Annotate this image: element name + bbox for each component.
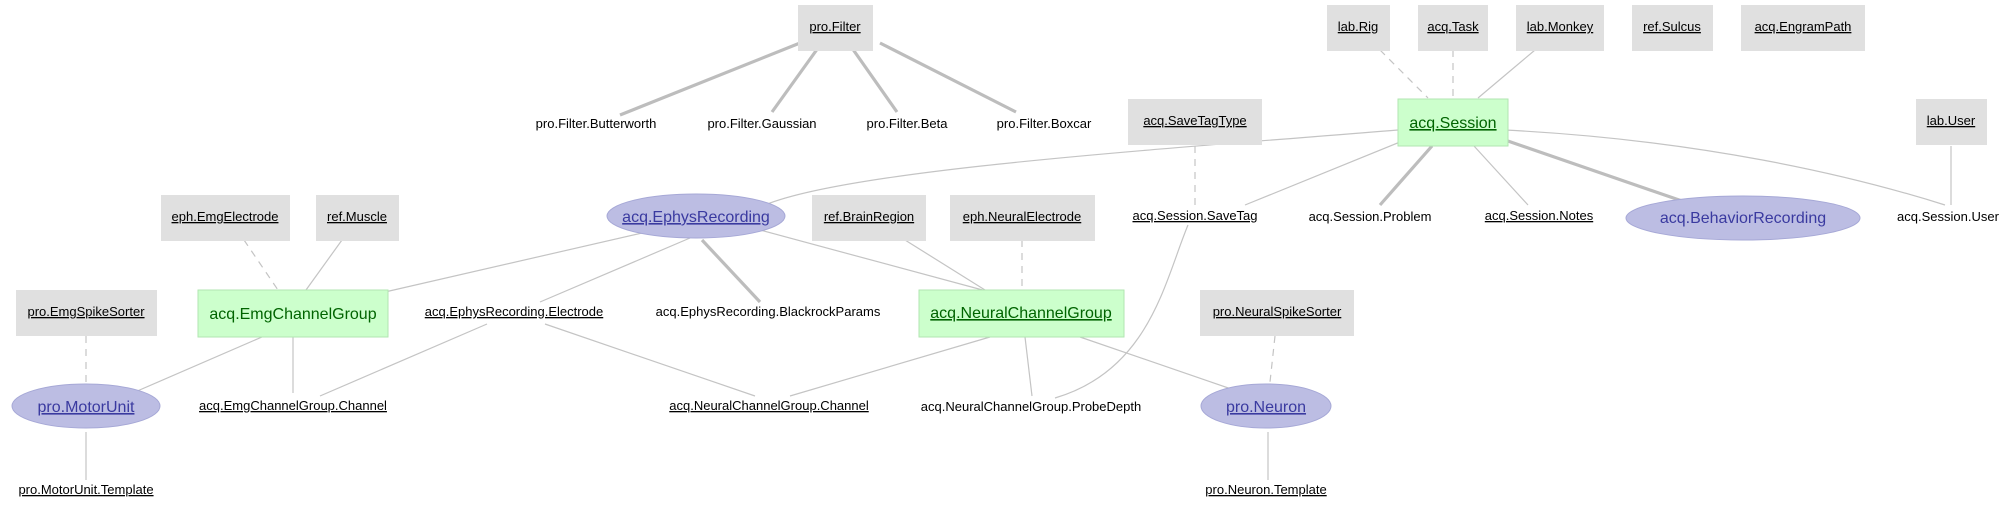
edge-session-behavior (1504, 138, 1686, 204)
edge-monkey-session (1477, 49, 1536, 99)
node-label: pro.NeuralSpikeSorter (1213, 304, 1342, 319)
node-pro-filter-boxcar[interactable]: pro.Filter.Boxcar (997, 116, 1092, 131)
node-label: acq.EmgChannelGroup (209, 306, 376, 323)
node-label: acq.Task (1427, 19, 1479, 34)
node-ref-brainregion[interactable]: ref.BrainRegion (812, 195, 926, 241)
node-ref-sulcus[interactable]: ref.Sulcus (1632, 5, 1713, 51)
node-lab-monkey[interactable]: lab.Monkey (1516, 5, 1604, 51)
node-label: acq.SaveTagType (1143, 113, 1246, 128)
node-acq-neuralchannelgroup-channel[interactable]: acq.NeuralChannelGroup.Channel (669, 398, 869, 413)
node-acq-ephysrecording-blackrockparams[interactable]: acq.EphysRecording.BlackrockParams (656, 304, 881, 319)
node-label: lab.User (1927, 113, 1976, 128)
node-eph-neuralelectrode[interactable]: eph.NeuralElectrode (950, 195, 1095, 241)
node-eph-emgelectrode[interactable]: eph.EmgElectrode (161, 195, 290, 241)
edge-brainregion-neuralchannelgroup (904, 239, 986, 291)
edge-filter-butterworth (619, 41, 801, 117)
node-lab-rig[interactable]: lab.Rig (1327, 5, 1390, 51)
node-label: ref.Sulcus (1643, 19, 1701, 34)
node-label: pro.Neuron (1226, 399, 1306, 416)
edge-ephys-neuralchannelgroup (759, 229, 991, 293)
node-acq-session[interactable]: acq.Session (1397, 98, 1509, 147)
node-pro-filter-gaussian[interactable]: pro.Filter.Gaussian (707, 116, 816, 131)
node-acq-session-user[interactable]: acq.Session.User (1897, 209, 2000, 224)
node-lab-user[interactable]: lab.User (1916, 99, 1987, 145)
node-pro-emgspikesorter[interactable]: pro.EmgSpikeSorter (16, 290, 157, 336)
node-pro-filter-butterworth[interactable]: pro.Filter.Butterworth (536, 116, 657, 131)
node-acq-ephysrecording[interactable]: acq.EphysRecording (606, 193, 786, 239)
node-acq-session-savetag[interactable]: acq.Session.SaveTag (1132, 208, 1257, 223)
node-acq-neuralchannelgroup-probedepth[interactable]: acq.NeuralChannelGroup.ProbeDepth (921, 399, 1141, 414)
node-pro-motorunit-template[interactable]: pro.MotorUnit.Template (18, 482, 153, 497)
edge-savetag-probedepth (1054, 224, 1189, 399)
node-pro-neuron-template[interactable]: pro.Neuron.Template (1205, 482, 1326, 497)
node-label: pro.EmgSpikeSorter (27, 304, 145, 319)
node-label: ref.Muscle (327, 209, 387, 224)
edges (85, 41, 1952, 480)
edge-electrode-neuralchannel (544, 323, 756, 397)
node-label: lab.Rig (1338, 19, 1378, 34)
edge-emgchannelgroup-motorunit (134, 336, 263, 393)
node-pro-filter-beta[interactable]: pro.Filter.Beta (867, 116, 949, 131)
node-label: acq.EphysRecording (622, 209, 770, 226)
edge-session-savetag (1244, 141, 1401, 206)
node-label: acq.BehaviorRecording (1660, 210, 1826, 227)
edge-filter-gaussian (770, 47, 820, 113)
node-acq-emgchannelgroup-channel[interactable]: acq.EmgChannelGroup.Channel (199, 398, 387, 413)
edge-emgelectrode-emgchannelgroup (243, 239, 279, 291)
edge-neuralspikesorter-neuron (1269, 335, 1276, 383)
edge-filter-boxcar (879, 41, 1017, 114)
node-label: eph.NeuralElectrode (963, 209, 1082, 224)
edge-neuralchannelgroup-probedepth (1024, 336, 1033, 397)
node-acq-task[interactable]: acq.Task (1418, 5, 1488, 51)
edge-neuralchannelgroup-channel (789, 336, 991, 397)
node-acq-neuralchannelgroup[interactable]: acq.NeuralChannelGroup (918, 289, 1125, 338)
edge-session-user (1504, 129, 1946, 206)
edge-session-notes (1473, 145, 1529, 206)
node-acq-ephysrecording-electrode[interactable]: acq.EphysRecording.Electrode (425, 304, 604, 319)
node-acq-session-notes[interactable]: acq.Session.Notes (1485, 208, 1594, 223)
edge-filter-beta (850, 47, 899, 113)
edge-rig-session (1379, 49, 1429, 99)
node-label: acq.NeuralChannelGroup (930, 305, 1112, 322)
node-label: ref.BrainRegion (824, 209, 914, 224)
node-pro-motorunit[interactable]: pro.MotorUnit (11, 383, 161, 429)
edge-ephys-electrode (539, 237, 691, 303)
node-acq-emgchannelgroup[interactable]: acq.EmgChannelGroup (197, 289, 389, 338)
edge-muscle-emgchannelgroup (305, 239, 343, 291)
node-pro-neuron[interactable]: pro.Neuron (1200, 383, 1332, 429)
edge-electrode-emgchannel (319, 323, 488, 397)
node-acq-behaviorrecording[interactable]: acq.BehaviorRecording (1625, 195, 1861, 241)
edge-ephys-blackrock (700, 238, 762, 304)
edge-neuralchannelgroup-neuron (1079, 336, 1241, 393)
node-label: acq.EngramPath (1755, 19, 1852, 34)
node-label: pro.MotorUnit (38, 399, 135, 416)
node-label: lab.Monkey (1527, 19, 1594, 34)
node-acq-session-problem[interactable]: acq.Session.Problem (1309, 209, 1432, 224)
edge-session-problem (1378, 144, 1434, 207)
edge-ephys-emgchannelgroup (384, 229, 656, 293)
node-pro-filter[interactable]: pro.Filter (798, 5, 873, 51)
node-ref-muscle[interactable]: ref.Muscle (316, 195, 399, 241)
node-pro-neuralspikesorter[interactable]: pro.NeuralSpikeSorter (1200, 290, 1354, 336)
node-label: acq.Session (1409, 115, 1496, 132)
node-acq-savetagtype[interactable]: acq.SaveTagType (1128, 99, 1262, 145)
node-label: pro.Filter (809, 19, 861, 34)
edge-session-ephys (764, 129, 1399, 206)
node-label: eph.EmgElectrode (172, 209, 279, 224)
node-acq-engrampath[interactable]: acq.EngramPath (1741, 5, 1865, 51)
